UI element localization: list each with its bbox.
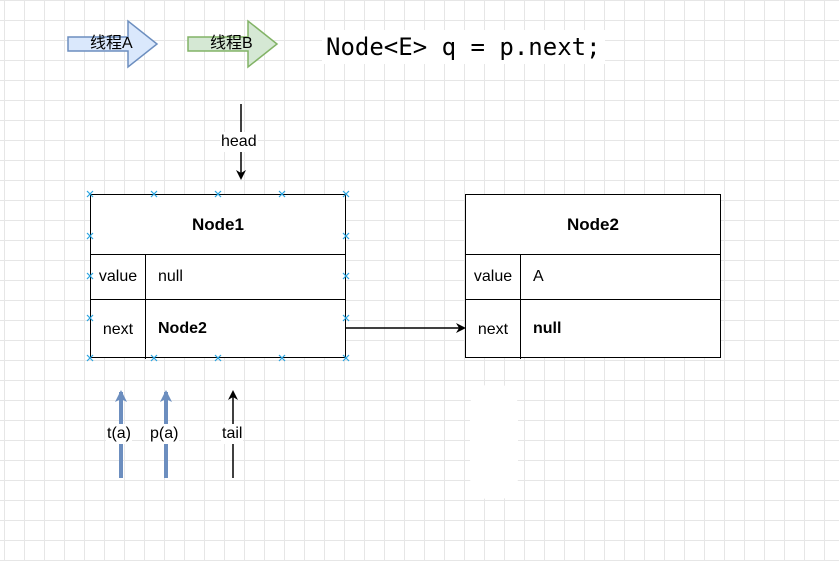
selection-handle-icon bbox=[342, 354, 350, 362]
thread-a-arrow-icon bbox=[67, 19, 159, 69]
node1-title: Node1 bbox=[91, 195, 345, 255]
head-label: head bbox=[220, 132, 258, 152]
thread-b-label: 线程B bbox=[210, 35, 253, 52]
node1-value-key: value bbox=[91, 255, 146, 299]
node1-next-row: next Node2 bbox=[91, 300, 345, 359]
selection-handle-icon bbox=[86, 272, 94, 280]
selection-handle-icon bbox=[342, 272, 350, 280]
selection-handle-icon bbox=[150, 354, 158, 362]
selection-handle-icon bbox=[150, 190, 158, 198]
selection-handle-icon bbox=[86, 314, 94, 322]
selection-handle-icon bbox=[342, 232, 350, 240]
tail-label: tail bbox=[221, 424, 244, 444]
node1-value-row: value null bbox=[91, 255, 345, 300]
node2-value-key: value bbox=[466, 255, 521, 299]
node1-next-key: next bbox=[91, 300, 146, 359]
node1-box[interactable]: Node1 value null next Node2 bbox=[90, 194, 346, 359]
selection-handle-icon bbox=[86, 354, 94, 362]
node2-next-row: next null bbox=[466, 300, 720, 359]
node2-next-key: next bbox=[466, 300, 521, 359]
selection-handle-icon bbox=[86, 232, 94, 240]
node2-next: null bbox=[533, 320, 562, 337]
selection-handle-icon bbox=[342, 190, 350, 198]
selection-handle-icon bbox=[86, 190, 94, 198]
thread-a-label: 线程A bbox=[90, 35, 133, 52]
node1-next: Node2 bbox=[158, 320, 207, 337]
selection-handles bbox=[86, 190, 350, 362]
selection-handle-icon bbox=[214, 190, 222, 198]
node2-box[interactable]: Node2 value A next null bbox=[465, 194, 721, 359]
selection-handle-icon bbox=[278, 354, 286, 362]
blank-area bbox=[470, 384, 518, 500]
node1-value: null bbox=[158, 268, 183, 285]
p-a-label: p(a) bbox=[149, 424, 180, 444]
thread-b-arrow-icon bbox=[187, 19, 279, 69]
selection-handle-icon bbox=[278, 190, 286, 198]
code-statement: Node<E> q = p.next; bbox=[322, 30, 605, 64]
selection-handle-icon bbox=[214, 354, 222, 362]
t-a-label: t(a) bbox=[106, 424, 132, 444]
node2-value-row: value A bbox=[466, 255, 720, 300]
node2-value: A bbox=[533, 268, 544, 285]
node2-title: Node2 bbox=[466, 195, 720, 255]
selection-handle-icon bbox=[342, 314, 350, 322]
